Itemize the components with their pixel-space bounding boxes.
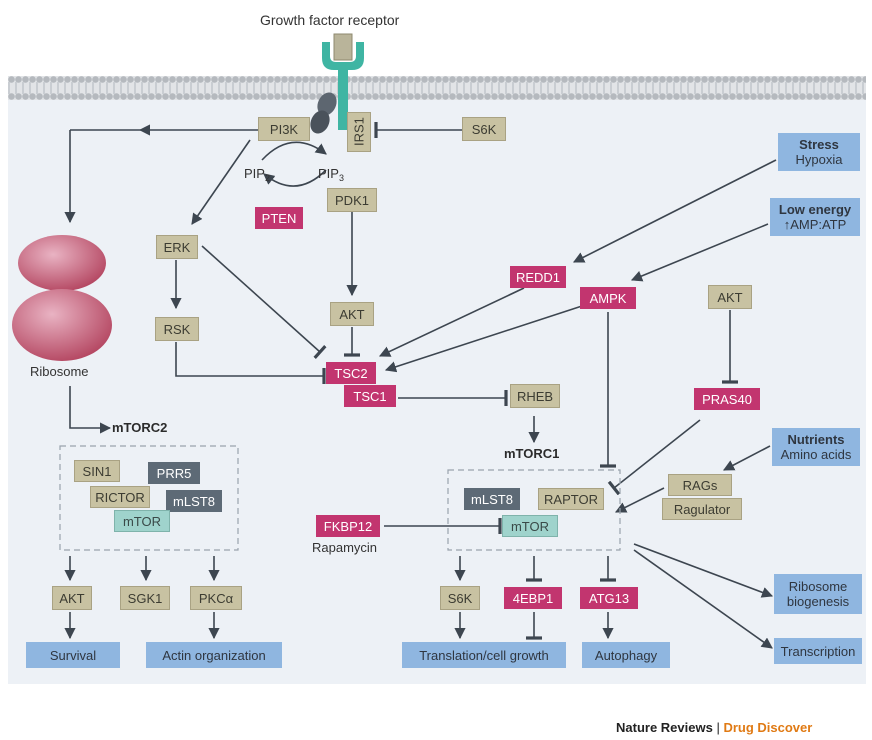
node-erk: ERK [156,235,198,259]
pip3-label: PIP3 [318,166,344,183]
node-mlst8-c2: mLST8 [166,490,222,512]
ribosome-biogenesis-line2: biogenesis [786,594,850,609]
node-mtor-c1: mTOR [502,515,558,537]
input-stress: Stress Hypoxia [778,133,860,171]
node-sgk1: SGK1 [120,586,170,610]
journal-section: Drug Discover [723,720,813,735]
ribosome-icon [12,235,112,361]
receptor-icon [310,33,364,134]
pip2-label: PIP2 [244,166,270,183]
output-actin-organization: Actin organization [146,642,282,668]
node-ampk: AMPK [580,287,636,309]
mtorc2-label: mTORC2 [112,420,168,435]
node-mtor-c2: mTOR [114,510,170,532]
nutrients-label: Nutrients [787,432,845,447]
amp-atp-label: ↑AMP:ATP [783,217,847,232]
rapamycin-label: Rapamycin [312,540,378,555]
node-ragulator: Ragulator [662,498,742,520]
mtorc2-complex-box [59,445,239,551]
low-energy-label: Low energy [778,202,852,217]
output-translation: Translation/cell growth [402,642,566,668]
node-rags: RAGs [668,474,732,496]
stress-label: Stress [799,137,839,152]
receptor-label: Growth factor receptor [260,12,400,28]
ribosome-biogenesis-line1: Ribosome [788,579,848,594]
node-tsc1: TSC1 [344,385,396,407]
input-nutrients: Nutrients Amino acids [772,428,860,466]
mtorc1-complex-box [447,469,621,551]
node-rictor: RICTOR [90,486,150,508]
footer-credit: Nature Reviews | Drug Discover [616,720,812,735]
node-prr5: PRR5 [148,462,200,484]
node-rsk: RSK [155,317,199,341]
output-ribosome-biogenesis: Ribosome biogenesis [774,574,862,614]
node-sin1: SIN1 [74,460,120,482]
output-survival: Survival [26,642,120,668]
node-redd1: REDD1 [510,266,566,288]
node-raptor: RAPTOR [538,488,604,510]
input-low-energy: Low energy ↑AMP:ATP [770,198,860,236]
node-4ebp1: 4EBP1 [504,587,562,609]
node-irs1: IRS1 [347,112,371,152]
journal-name: Nature Reviews [616,720,713,735]
node-s6k-top: S6K [462,117,506,141]
node-fkbp12: FKBP12 [316,515,380,537]
mtorc1-label: mTORC1 [504,446,560,461]
node-pten: PTEN [255,207,303,229]
node-pkca: PKCα [190,586,242,610]
node-tsc2: TSC2 [326,362,376,384]
ribosome-label: Ribosome [30,364,89,379]
footer-separator: | [712,720,724,735]
node-akt-bottom: AKT [52,586,92,610]
node-pras40: PRAS40 [694,388,760,410]
node-atg13: ATG13 [580,587,638,609]
node-pi3k: PI3K [258,117,310,141]
cell-membrane [8,76,866,100]
node-mlst8-c1: mLST8 [464,488,520,510]
node-akt-right: AKT [708,285,752,309]
amino-acids-label: Amino acids [780,447,852,462]
output-transcription: Transcription [774,638,862,664]
node-s6k-bottom: S6K [440,586,480,610]
node-akt-mid: AKT [330,302,374,326]
cell-background [8,76,866,684]
hypoxia-label: Hypoxia [795,152,843,167]
node-pdk1: PDK1 [327,188,377,212]
node-rheb: RHEB [510,384,560,408]
output-autophagy: Autophagy [582,642,670,668]
